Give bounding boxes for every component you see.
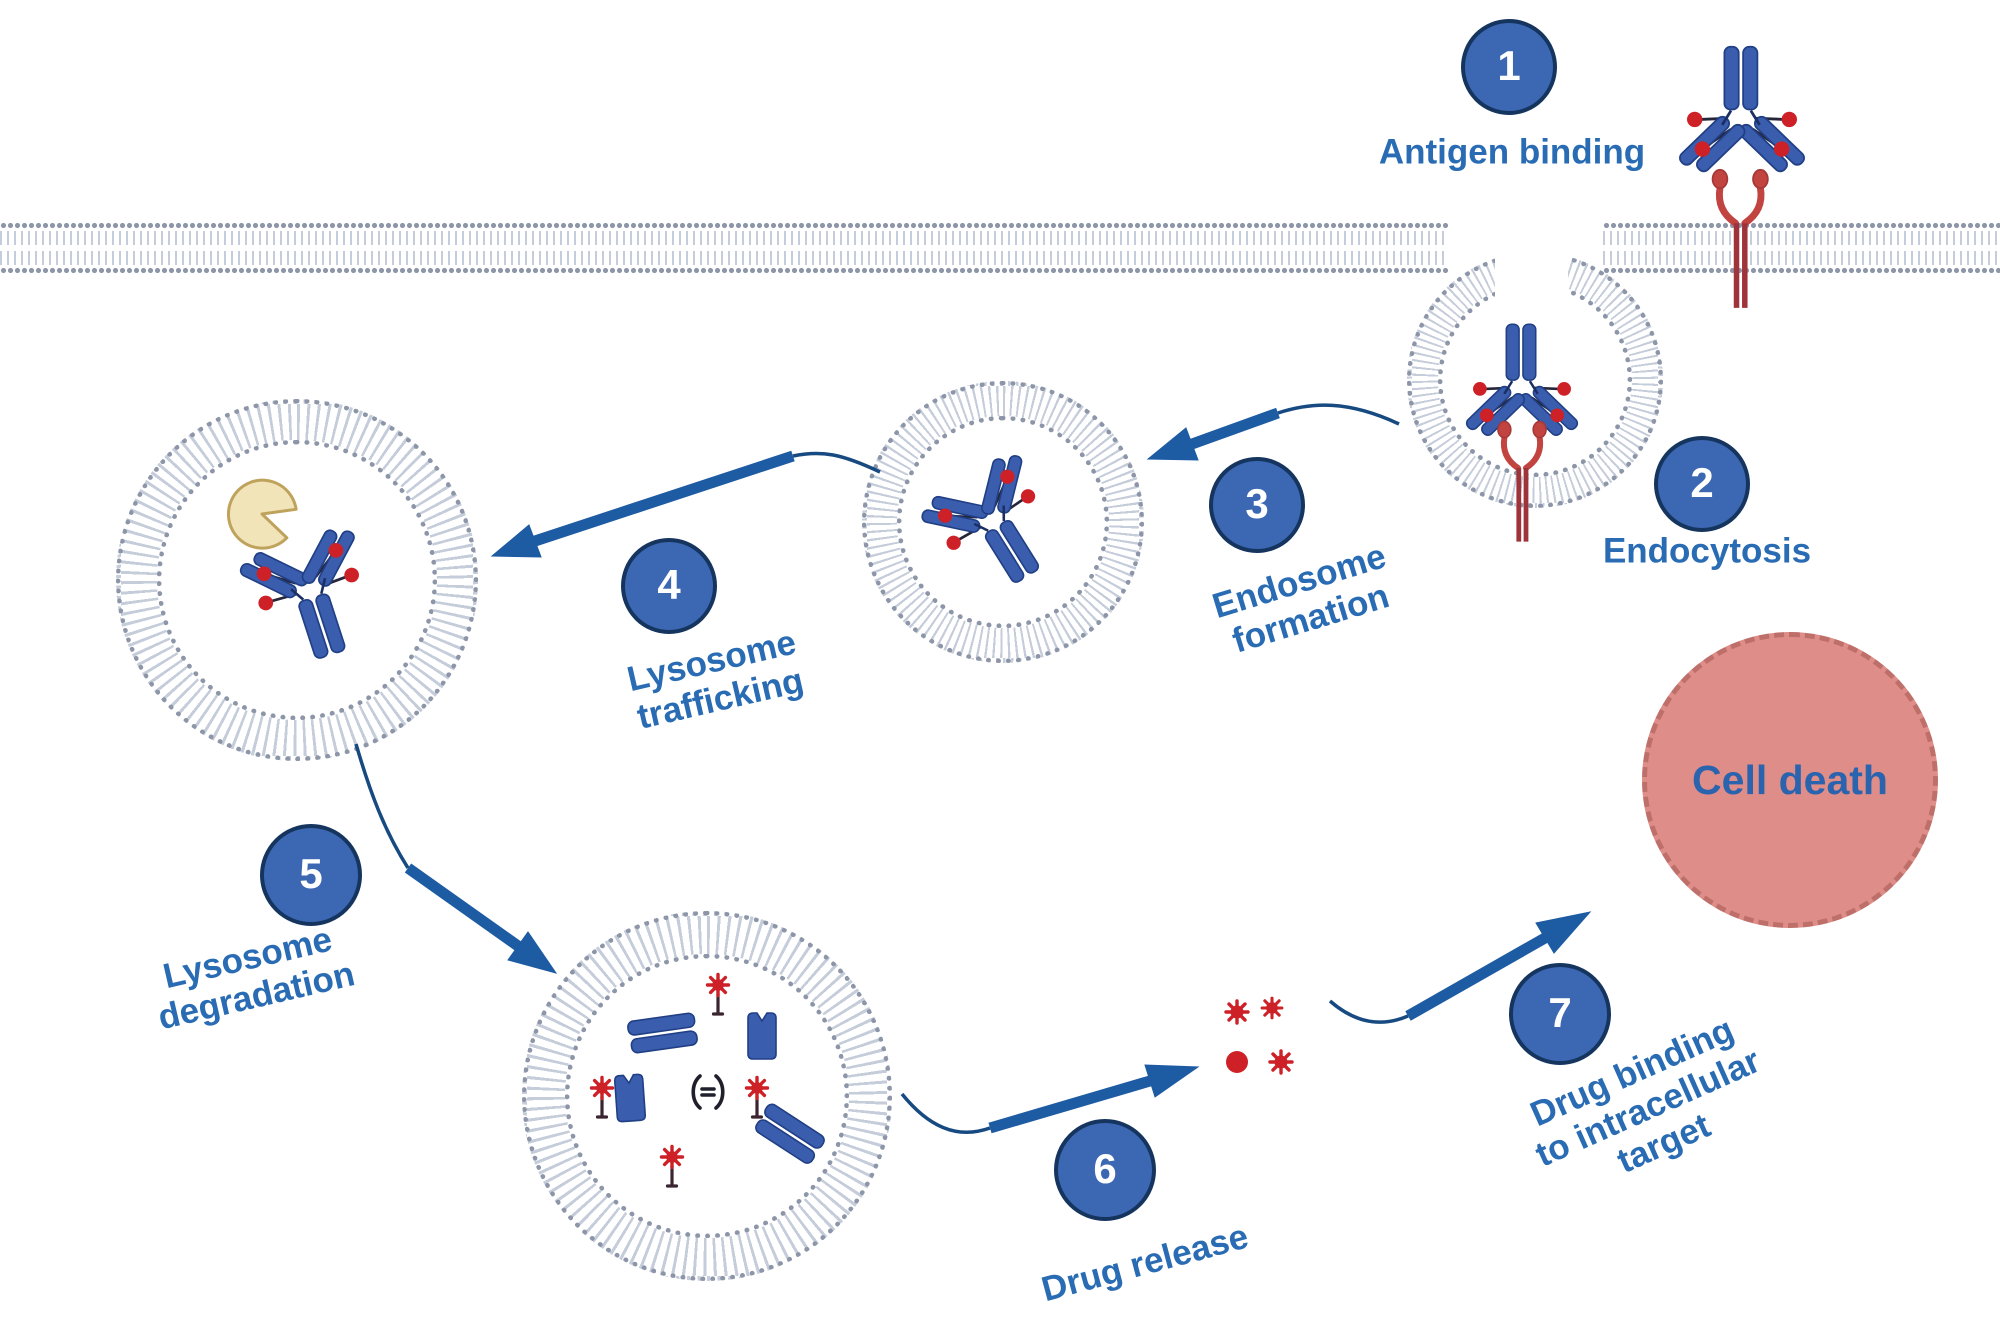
- step-2-badge: 2: [1654, 436, 1750, 532]
- drug-molecule-icon: [1268, 1049, 1294, 1075]
- step-2-label: Endocytosis: [1602, 531, 1812, 571]
- antibody-fragment-icon: [747, 1012, 777, 1060]
- cell-death-circle: Cell death: [1642, 632, 1938, 928]
- drug-molecule-icon: [1260, 996, 1284, 1020]
- lysosome-enzyme-icon: [218, 469, 304, 558]
- step-6-badge: 6: [1054, 1119, 1156, 1221]
- arrow-drug-release: [900, 1064, 1200, 1134]
- step-4-badge: 4: [621, 538, 717, 634]
- arrow-endosome-formation: [1146, 403, 1400, 461]
- step-7-badge: 7: [1509, 963, 1611, 1065]
- cell-membrane-right: [1603, 222, 2000, 274]
- cell-death-label: Cell death: [1692, 756, 1888, 803]
- adc-antibody-icon: [1675, 45, 1809, 181]
- adc-antibody-icon: [909, 439, 1079, 610]
- invagination-opening: [1495, 238, 1568, 335]
- step-3-badge: 3: [1209, 457, 1305, 553]
- drug-molecule-icon: [659, 1144, 685, 1188]
- antibody-fragment-icon: [626, 1011, 699, 1055]
- hinge-fragment-icon: [691, 1074, 725, 1110]
- arrow-lysosome-degradation: [354, 743, 558, 974]
- drug-molecule-icon: [705, 972, 731, 1016]
- adc-antibody-icon: [1463, 322, 1581, 444]
- step-5-badge: 5: [260, 824, 362, 926]
- step-1-label: Antigen binding: [1378, 132, 1646, 172]
- antibody-fragment-icon: [613, 1073, 647, 1123]
- step-1-badge: 1: [1461, 19, 1557, 115]
- drug-molecule-icon: [1224, 999, 1250, 1025]
- antibody-fragment-icon: [751, 1101, 828, 1167]
- endosome-vesicle: [862, 381, 1144, 663]
- drug-molecule-icon: [1226, 1051, 1248, 1073]
- drug-molecule-icon: [589, 1075, 615, 1119]
- receptor-icon: [1713, 170, 1768, 308]
- arrow-lysosome-trafficking: [490, 450, 881, 558]
- lysosome-vesicle: [116, 399, 478, 761]
- arrow-drug-binding: [1328, 911, 1592, 1024]
- receptor-icon: [1498, 422, 1546, 542]
- cell-membrane-left: [0, 222, 1448, 274]
